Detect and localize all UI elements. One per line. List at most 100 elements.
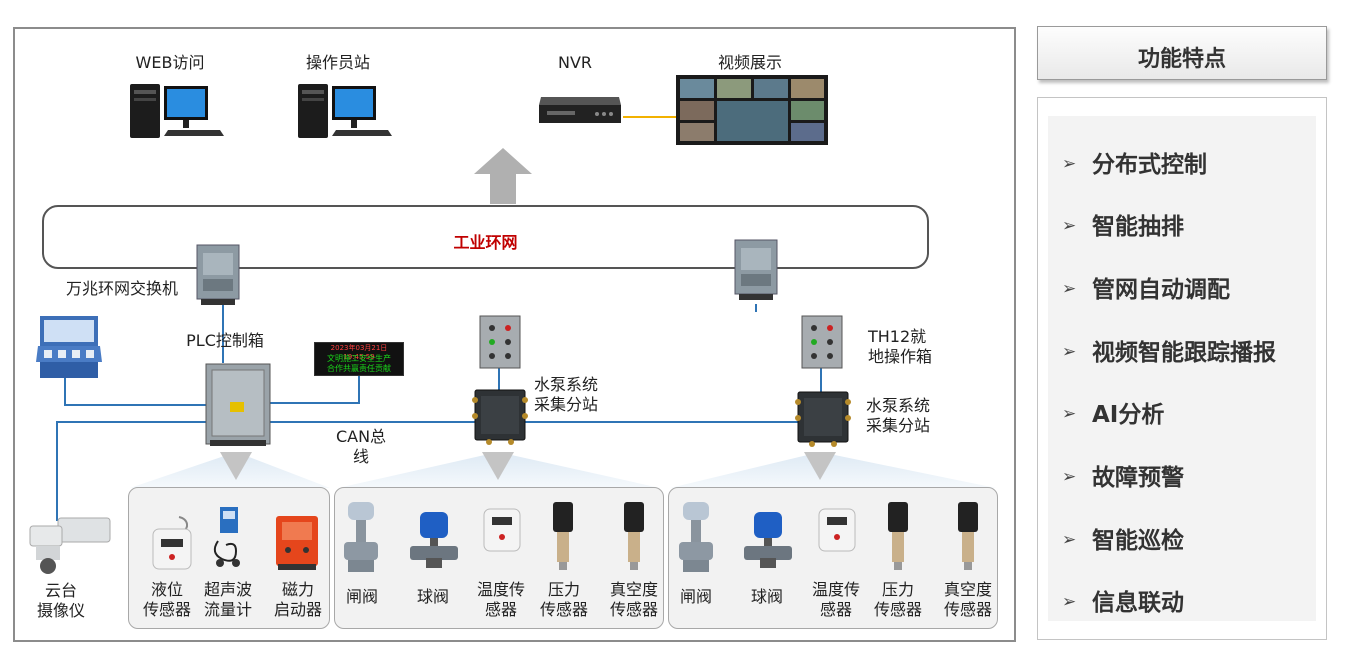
plc-cabinet-icon [205,363,271,446]
led-line-1: 2023年03月21日 19:45:59 [330,344,388,361]
g2-item3-l1: 温度传 [476,580,525,599]
plc-label: PLC控制箱 [186,331,264,350]
g3-item4-l2: 传感器 [873,600,922,619]
pressure-sensor-2-icon [888,502,908,570]
video-wall-icon [676,75,828,145]
g3-item3-l2: 感器 [819,600,852,619]
led-line-2: 文明施工安全生产 [327,354,391,363]
temperature-sensor-1-icon [483,508,521,552]
feature-item: ➢智能巡检 [1062,528,1184,554]
g3-item5-l1: 真空度 [943,580,992,599]
g1-item3-l2: 启动器 [273,600,322,619]
station2-label-1: 水泵系统 [866,396,931,415]
station1-label-2: 采集分站 [534,395,599,414]
substation-1-icon [472,389,528,445]
g3-item2-l1: 球阀 [750,587,783,606]
feature-item: ➢信息联动 [1062,590,1184,616]
g2-item1-l1: 闸阀 [345,587,378,606]
level-sensor-icon [152,516,192,570]
gate-valve-2-icon [679,502,713,572]
ring-title: 工业环网 [453,233,518,252]
features-header: 功能特点 [1037,26,1327,80]
operator-station-label: 操作员站 [305,53,370,72]
g1-item2-l1: 超声波 [203,580,252,599]
link-switch-plc [222,305,224,363]
magnetic-starter-icon [276,516,318,570]
nvr-label: NVR [557,53,593,72]
feature-item: ➢AI分析 [1062,402,1165,428]
link-plc-camera [56,421,206,423]
ultrasonic-flowmeter-icon [213,507,240,567]
g2-item4-l1: 压力 [547,580,580,599]
nvr-video-link [623,116,677,118]
can-bus-label-2: 线 [352,447,369,466]
nvr-recorder-icon [539,97,621,123]
features-list: ➢分布式控制 ➢智能抽排 ➢管网自动调配 ➢视频智能跟踪播报 ➢AI分析 ➢故障… [1048,116,1316,621]
distribution-fans [130,452,996,488]
feature-item: ➢故障预警 [1062,465,1184,491]
can-bus-label-1: CAN总 [335,427,387,446]
bullet-arrow-icon: ➢ [1062,592,1077,612]
led-line-3: 合作共赢责任贡献 [327,364,391,373]
g2-item5-l2: 传感器 [609,600,658,619]
g1-item3-l1: 磁力 [281,580,314,599]
web-computer-icon [130,84,224,138]
pressure-sensor-1-icon [553,502,573,570]
g3-item1-l1: 闸阀 [679,587,712,606]
web-access-label: WEB访问 [135,53,205,72]
industrial-ring-network: 工业环网 [42,205,929,269]
feature-item: ➢分布式控制 [1062,152,1207,178]
g1-item1-l1: 液位 [150,580,183,599]
bullet-arrow-icon: ➢ [1062,154,1077,174]
link-console-drop [64,376,66,406]
switch-label: 万兆环网交换机 [66,279,179,298]
control-box-1-icon [479,315,521,369]
link-console-plc [64,404,208,406]
link-plc-led [270,402,360,404]
can-bus-line [270,421,800,423]
g1-item1-l2: 传感器 [142,600,191,619]
led-display: 2023年03月21日 19:45:59 文明施工安全生产 合作共赢责任贡献 [314,342,404,376]
g3-item4-l1: 压力 [881,580,914,599]
operator-computer-icon [298,84,392,138]
link-cabinet2-station2 [820,368,822,392]
gate-valve-1-icon [344,502,378,572]
th12-label-2: 地操作箱 [868,347,933,366]
control-console-icon [36,316,102,378]
station2-label-2: 采集分站 [866,416,931,435]
g1-item2-l2: 流量计 [203,600,252,619]
feature-item: ➢视频智能跟踪播报 [1062,340,1276,366]
vacuum-sensor-2-icon [958,502,978,570]
features-panel: ➢分布式控制 ➢智能抽排 ➢管网自动调配 ➢视频智能跟踪播报 ➢AI分析 ➢故障… [1037,97,1327,640]
ball-valve-2-icon [744,512,792,568]
g3-item5-l2: 传感器 [943,600,992,619]
bullet-arrow-icon: ➢ [1062,530,1077,550]
video-display-label: 视频展示 [717,53,782,72]
ptz-camera-icon [29,517,111,574]
g2-item3-l2: 感器 [484,600,517,619]
bullet-arrow-icon: ➢ [1062,216,1077,236]
ball-valve-1-icon [410,512,458,568]
features-title: 功能特点 [1137,47,1226,72]
uplink-arrow-icon [474,148,532,204]
camera-label-2: 摄像仪 [36,601,85,620]
vacuum-sensor-1-icon [624,502,644,570]
substation-2-icon [795,391,851,447]
link-switch2 [755,304,757,312]
feature-item: ➢智能抽排 [1062,214,1184,240]
g2-item2-l1: 球阀 [416,587,449,606]
bullet-arrow-icon: ➢ [1062,279,1077,299]
temperature-sensor-2-icon [818,508,856,552]
g2-item4-l2: 传感器 [539,600,588,619]
th12-label-1: TH12就 [868,327,927,346]
link-cabinet1-station1 [498,368,500,390]
link-camera-drop [56,421,58,521]
station1-label-1: 水泵系统 [534,375,599,394]
g2-item5-l1: 真空度 [609,580,658,599]
bullet-arrow-icon: ➢ [1062,404,1077,424]
ring-switch-icon [196,244,240,305]
g3-item3-l1: 温度传 [811,580,860,599]
ring-switch-2-icon [734,239,778,300]
bullet-arrow-icon: ➢ [1062,467,1077,487]
link-led-drop [358,374,360,404]
